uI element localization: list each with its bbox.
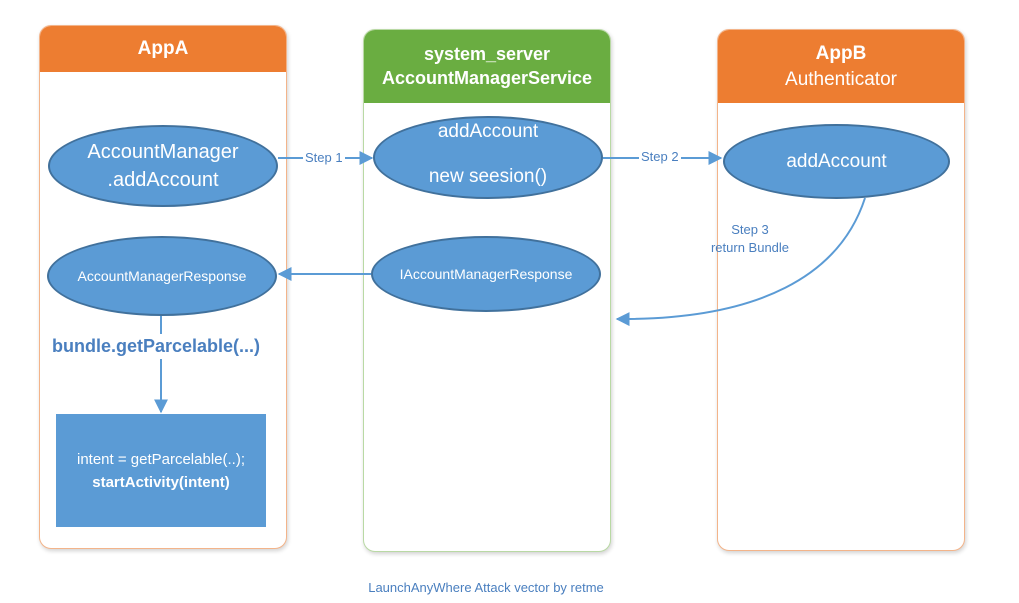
authenticator-add-account-label: addAccount bbox=[786, 150, 887, 172]
iaccount-manager-response-label: IAccountManagerResponse bbox=[399, 266, 573, 282]
account-manager-label: AccountManager bbox=[87, 141, 239, 163]
appa-lane-title: AppA bbox=[137, 38, 189, 59]
appb-lane-subtitle: Authenticator bbox=[785, 69, 897, 90]
system-add-account-label: addAccount bbox=[437, 121, 539, 142]
appa-lane-header: AppA bbox=[40, 26, 286, 72]
new-session-label: new seesion() bbox=[428, 166, 548, 187]
authenticator-add-account-node: addAccount bbox=[723, 124, 950, 199]
add-account-call-label: .addAccount bbox=[107, 169, 219, 191]
account-manager-response-node: AccountManagerResponse bbox=[47, 236, 277, 316]
system-server-lane-header: system_server AccountManagerService bbox=[364, 30, 610, 103]
account-manager-response-label: AccountManagerResponse bbox=[77, 268, 247, 284]
intent-assign-line: intent = getParcelable(..); bbox=[76, 450, 245, 468]
system-server-lane-title: system_server bbox=[423, 44, 551, 64]
iaccount-manager-response-node: IAccountManagerResponse bbox=[371, 236, 601, 312]
account-manager-add-account-node: AccountManager .addAccount bbox=[48, 125, 278, 207]
diagram-caption: LaunchAnyWhere Attack vector by retme bbox=[368, 580, 604, 595]
start-activity-box: intent = getParcelable(..); startActivit… bbox=[56, 414, 266, 527]
step3-line1: Step 3 bbox=[731, 222, 769, 237]
system-add-account-node: addAccount new seesion() bbox=[373, 116, 603, 199]
step1-label: Step 1 bbox=[303, 150, 345, 165]
step3-line2: return Bundle bbox=[710, 240, 790, 255]
step3-label: Step 3 return Bundle bbox=[703, 221, 797, 257]
appb-lane: AppB Authenticator bbox=[717, 29, 965, 551]
appb-lane-header: AppB Authenticator bbox=[718, 30, 964, 103]
system-server-lane-subtitle: AccountManagerService bbox=[381, 68, 593, 88]
step3-return-arrow bbox=[615, 197, 866, 327]
get-parcelable-label: bundle.getParcelable(...) bbox=[52, 334, 261, 359]
start-activity-line: startActivity(intent) bbox=[92, 473, 230, 491]
step2-label: Step 2 bbox=[639, 149, 681, 164]
appb-lane-title: AppB bbox=[815, 43, 867, 64]
